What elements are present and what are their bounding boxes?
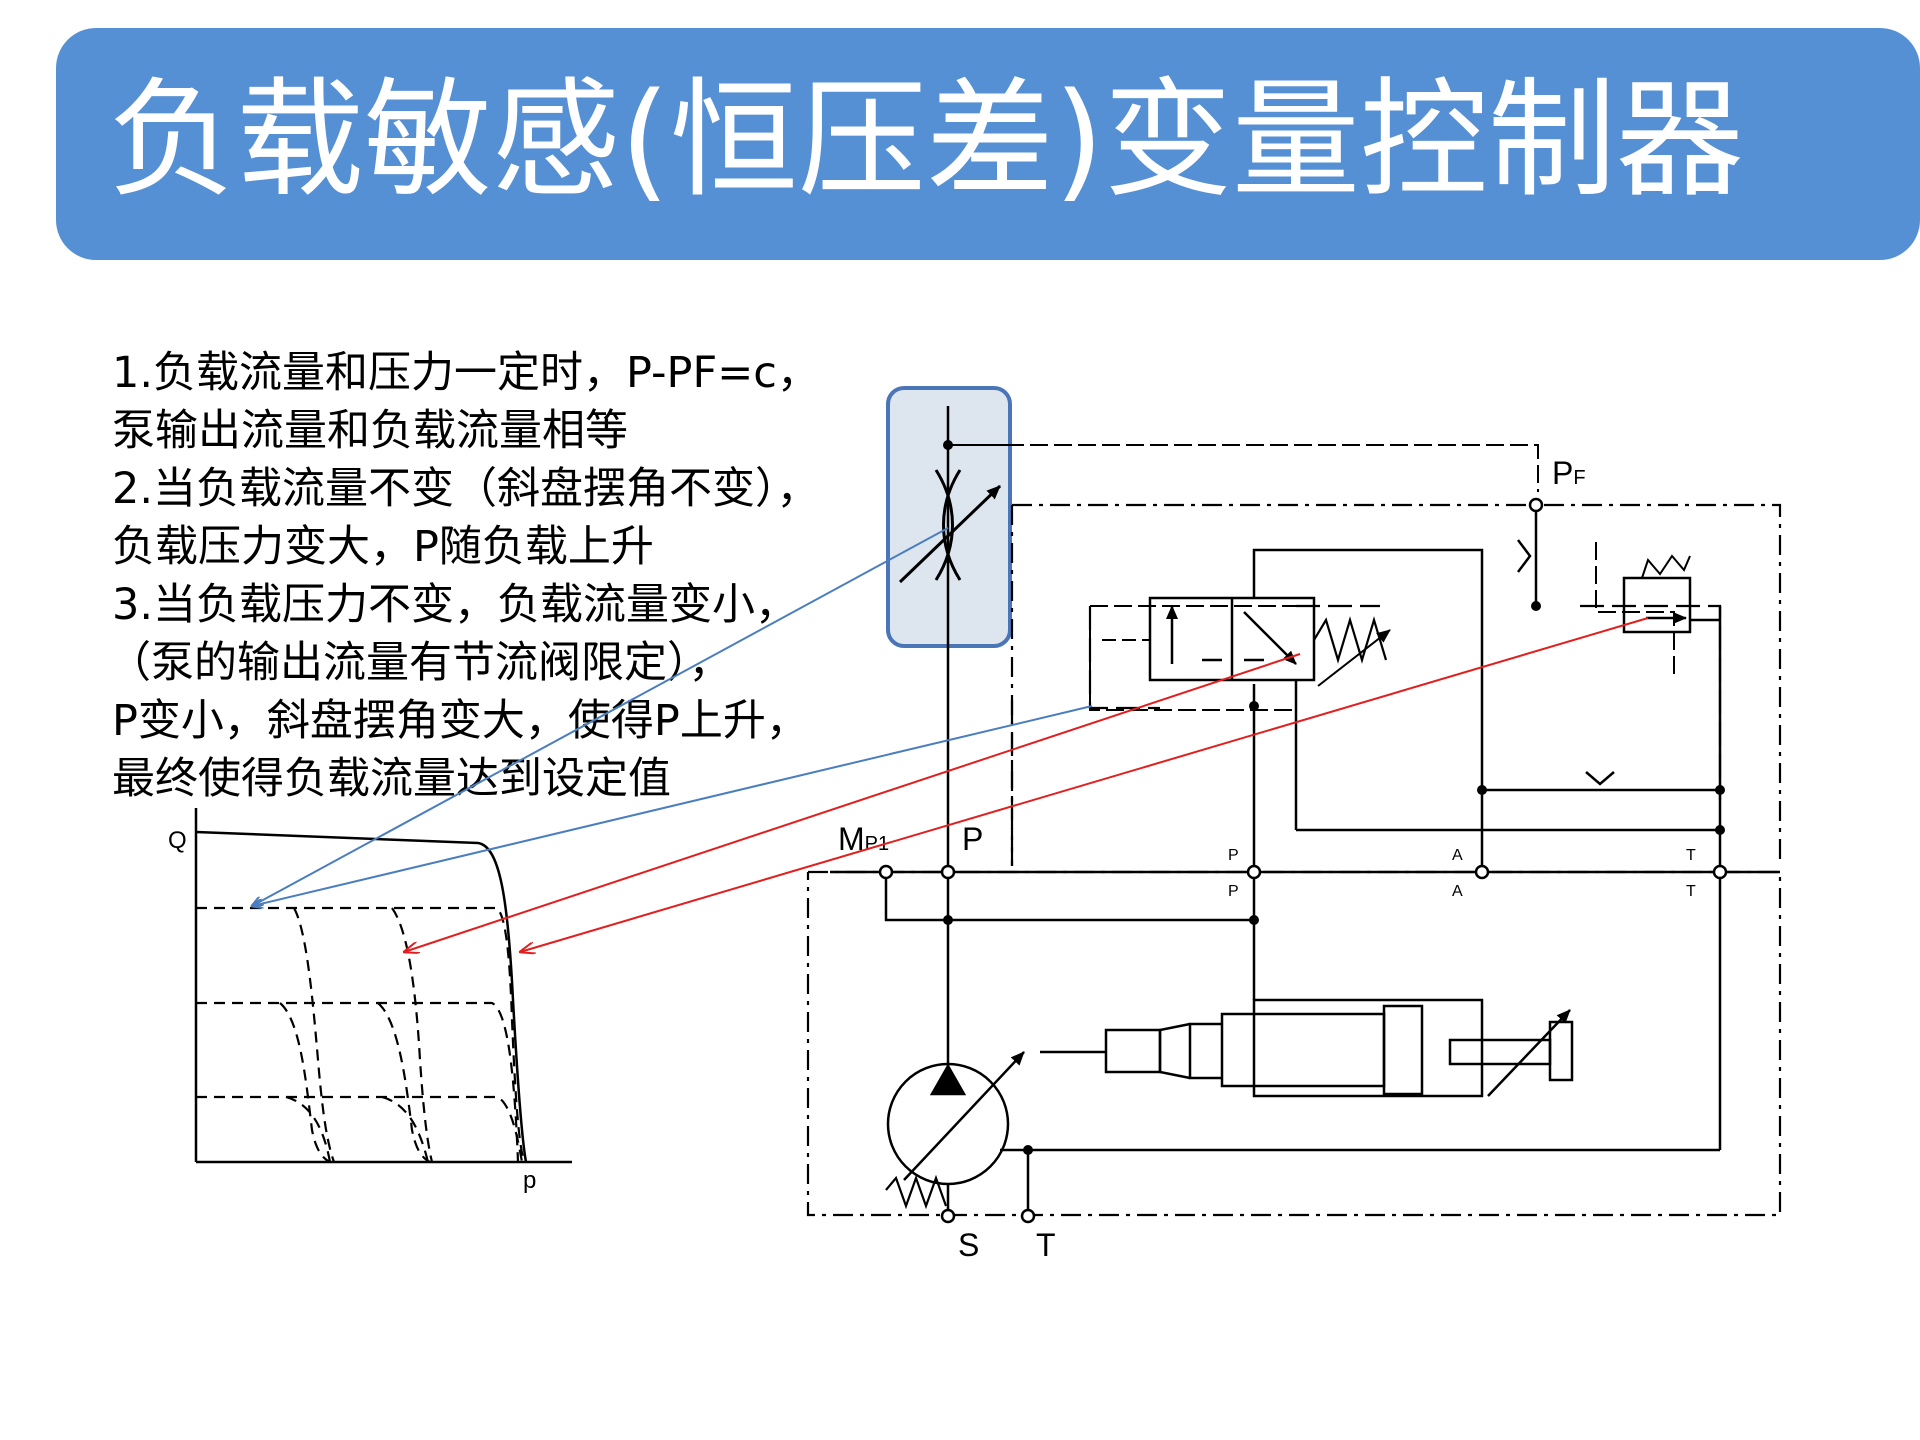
cylinder-spring-cap: [1548, 1020, 1574, 1082]
note-line-3: 2.当负载流量不变（斜盘摆角不变），: [112, 464, 820, 514]
port-p-circle: [940, 864, 956, 880]
graph-drop-2b: [377, 1002, 431, 1163]
label-small-a-bottom: A: [1452, 883, 1463, 900]
graph-level-2: [196, 1001, 520, 1163]
cylinder-nose: [1188, 1022, 1222, 1080]
cylinder-main: [1220, 1012, 1386, 1088]
blue-arrow-throttle: [252, 527, 949, 906]
qp-graph: [194, 808, 572, 1164]
valve-top-line: [1252, 548, 1484, 872]
label-p: P: [962, 821, 983, 857]
label-small-p-bottom: P: [1228, 883, 1239, 900]
label-mp1: MP1: [838, 821, 889, 857]
dot-pf-606: [1531, 601, 1541, 611]
cylinder-taper: [1158, 1022, 1191, 1080]
cylinder-piston: [1382, 1004, 1424, 1096]
blue-arrow-valve: [252, 705, 1093, 906]
port-p-small-circle: [1246, 864, 1262, 880]
dot-branch-920: [1249, 915, 1259, 925]
note-line-5: 3.当负载压力不变，负载流量变小，: [112, 580, 799, 630]
note-line-4: 负载压力变大，P随负载上升: [112, 522, 654, 572]
throttle-arc-left: [934, 469, 954, 581]
label-pf: PF: [1552, 455, 1586, 491]
label-small-t-top: T: [1686, 847, 1696, 864]
label-small-t-bottom: T: [1686, 883, 1696, 900]
port-s-circle: [940, 1208, 956, 1224]
right-orifice: [1585, 771, 1615, 786]
note-line-8: 最终使得负载流量达到设定值: [112, 754, 671, 804]
cylinder-rod: [1448, 1038, 1552, 1066]
dot-valve-706: [1249, 701, 1259, 711]
graph-dashed-curves: [196, 906, 526, 1163]
port-a-circle: [1474, 864, 1490, 880]
valve-arrow-diag: [1243, 611, 1297, 665]
label-t: T: [1036, 1227, 1056, 1263]
throttle-arc-right: [942, 469, 962, 581]
pf-orifice: [1517, 539, 1532, 573]
page-title: 负载敏感(恒压差)变量控制器: [108, 66, 1744, 215]
note-line-6: （泵的输出流量有节流阀限定），: [108, 638, 732, 688]
pressure-valve-body: [1622, 576, 1692, 634]
note-line-2: 泵输出流量和负载流量相等: [112, 406, 628, 456]
pressure-valve-spring: [1641, 554, 1691, 579]
pump-t-line: [1000, 1148, 1030, 1214]
port-circles: [878, 864, 1728, 1224]
graph-level-3: [196, 1095, 524, 1163]
mp1-branch: [884, 872, 1256, 922]
cylinder-body: [1252, 998, 1484, 1098]
port-t2-circle: [1020, 1208, 1036, 1224]
note-line-1: 1.负载流量和压力一定时，P-PF=c，: [112, 348, 820, 398]
valve-spring-adjust: [1317, 629, 1391, 687]
label-small-p-top: P: [1228, 847, 1239, 864]
red-arrow-spring: [404, 653, 1301, 952]
dot-r-830-r: [1715, 825, 1725, 835]
port-mp1-circle: [878, 864, 894, 880]
graph-drop-1b: [391, 907, 434, 1163]
graph-drop-3b: [381, 1095, 430, 1163]
label-small-a-top: A: [1452, 847, 1463, 864]
throttle-adjust-arrow: [898, 484, 1002, 584]
hydraulic-circuit: [806, 406, 1782, 1217]
pump-variable-arrow: [903, 1051, 1025, 1181]
junction-dots: [943, 440, 1725, 1155]
note-line-7: P变小，斜盘摆角变大，使得P上升，: [112, 696, 809, 746]
graph-level-1: [196, 906, 526, 1163]
dot-r-790-r: [1715, 785, 1725, 795]
label-s: S: [958, 1227, 979, 1263]
dot-p-444: [943, 440, 953, 450]
dot-p-920: [943, 915, 953, 925]
title-banner: [56, 28, 1920, 260]
annotation-arrows: [252, 527, 1649, 952]
cylinder-adjust-arrow: [1487, 1009, 1571, 1097]
pump-spring: [885, 1174, 948, 1210]
red-arrow-cutoff: [520, 617, 1649, 952]
graph-drop-2a: [279, 1002, 331, 1163]
cylinder-cap: [1104, 1028, 1162, 1074]
pf-port: [1528, 497, 1544, 513]
port-t-circle: [1712, 864, 1728, 880]
dot-t-1150: [1023, 1145, 1033, 1155]
graph-x-label: p: [523, 1167, 536, 1194]
graph-drop-1a: [293, 907, 336, 1163]
dot-r-790-l: [1477, 785, 1487, 795]
valve-spring: [1313, 616, 1388, 664]
pump-triangle: [929, 1063, 967, 1096]
graph-y-label: Q: [168, 827, 187, 854]
graph-drop-3a: [285, 1095, 332, 1163]
graph-main-curve: [195, 830, 528, 1163]
